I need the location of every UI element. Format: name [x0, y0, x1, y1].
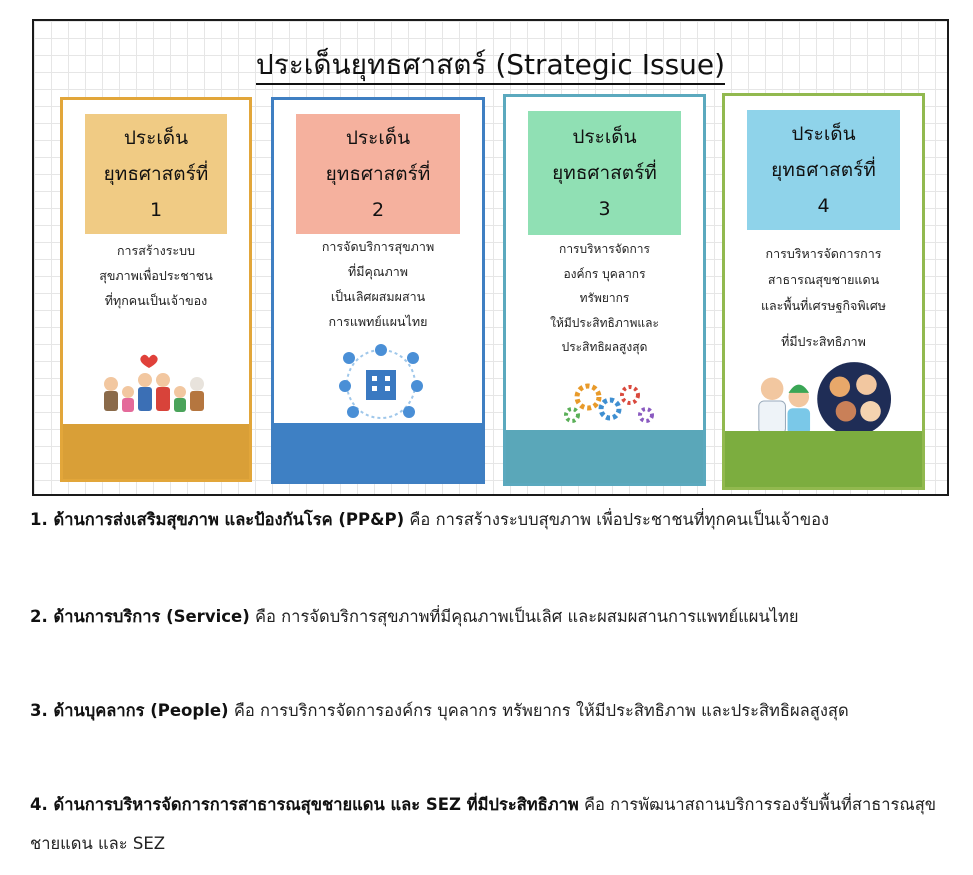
- paragraph-2: 2. ด้านการบริการ (Service) คือ การจัดบริ…: [30, 607, 799, 626]
- card-footer: [725, 431, 922, 487]
- paragraph-1: 1. ด้านการส่งเสริมสุขภาพ และป้องกันโรค (…: [30, 510, 830, 529]
- card-heading: ประเด็น ยุทธศาสตร์ที่ 1: [85, 114, 227, 234]
- strategic-issue-banner: ประเด็นยุทธศาสตร์ (Strategic Issue) ประเ…: [32, 19, 949, 496]
- card-description: การบริหารจัดการการ สาธารณสุขชายแดน และพื…: [760, 246, 887, 349]
- card-description: การบริหารจัดการ องค์กร บุคลากร ทรัพยากร …: [550, 242, 659, 354]
- strategy-card-2: ประเด็น ยุทธศาสตร์ที่ 2 การจัดบริการสุขภ…: [271, 97, 485, 484]
- card-footer: [274, 423, 482, 481]
- hospital-network-icon: [339, 344, 423, 419]
- people-diversity-icon: [758, 362, 892, 436]
- card-description: การจัดบริการสุขภาพ ที่มีคุณภาพ เป็นเลิศผ…: [321, 239, 435, 329]
- paragraph-3: 3. ด้านบุคลากร (People) คือ การบริการจัด…: [30, 701, 849, 720]
- card-heading: ประเด็น ยุทธศาสตร์ที่ 3: [528, 111, 681, 235]
- card-footer: [63, 424, 249, 479]
- card-heading: ประเด็น ยุทธศาสตร์ที่ 4: [747, 110, 900, 230]
- strategy-card-3: ประเด็น ยุทธศาสตร์ที่ 3 การบริหารจัดการ …: [503, 94, 706, 486]
- card-heading: ประเด็น ยุทธศาสตร์ที่ 2: [296, 114, 460, 234]
- paragraph-4: 4. ด้านการบริหารจัดการการสาธารณสุขชายแดน…: [30, 795, 937, 853]
- card-description: การสร้างระบบ สุขภาพเพื่อประชาชน ที่ทุกคน…: [99, 243, 213, 308]
- banner-title: ประเด็นยุทธศาสตร์ (Strategic Issue): [34, 43, 947, 87]
- strategy-card-1: ประเด็น ยุทธศาสตร์ที่ 1 การสร้างระบบ สุข…: [60, 97, 252, 482]
- gears-icon: [564, 383, 654, 423]
- family-icon: [104, 354, 204, 412]
- card-footer: [506, 430, 703, 483]
- strategy-card-4: ประเด็น ยุทธศาสตร์ที่ 4 การบริหารจัดการก…: [722, 93, 925, 490]
